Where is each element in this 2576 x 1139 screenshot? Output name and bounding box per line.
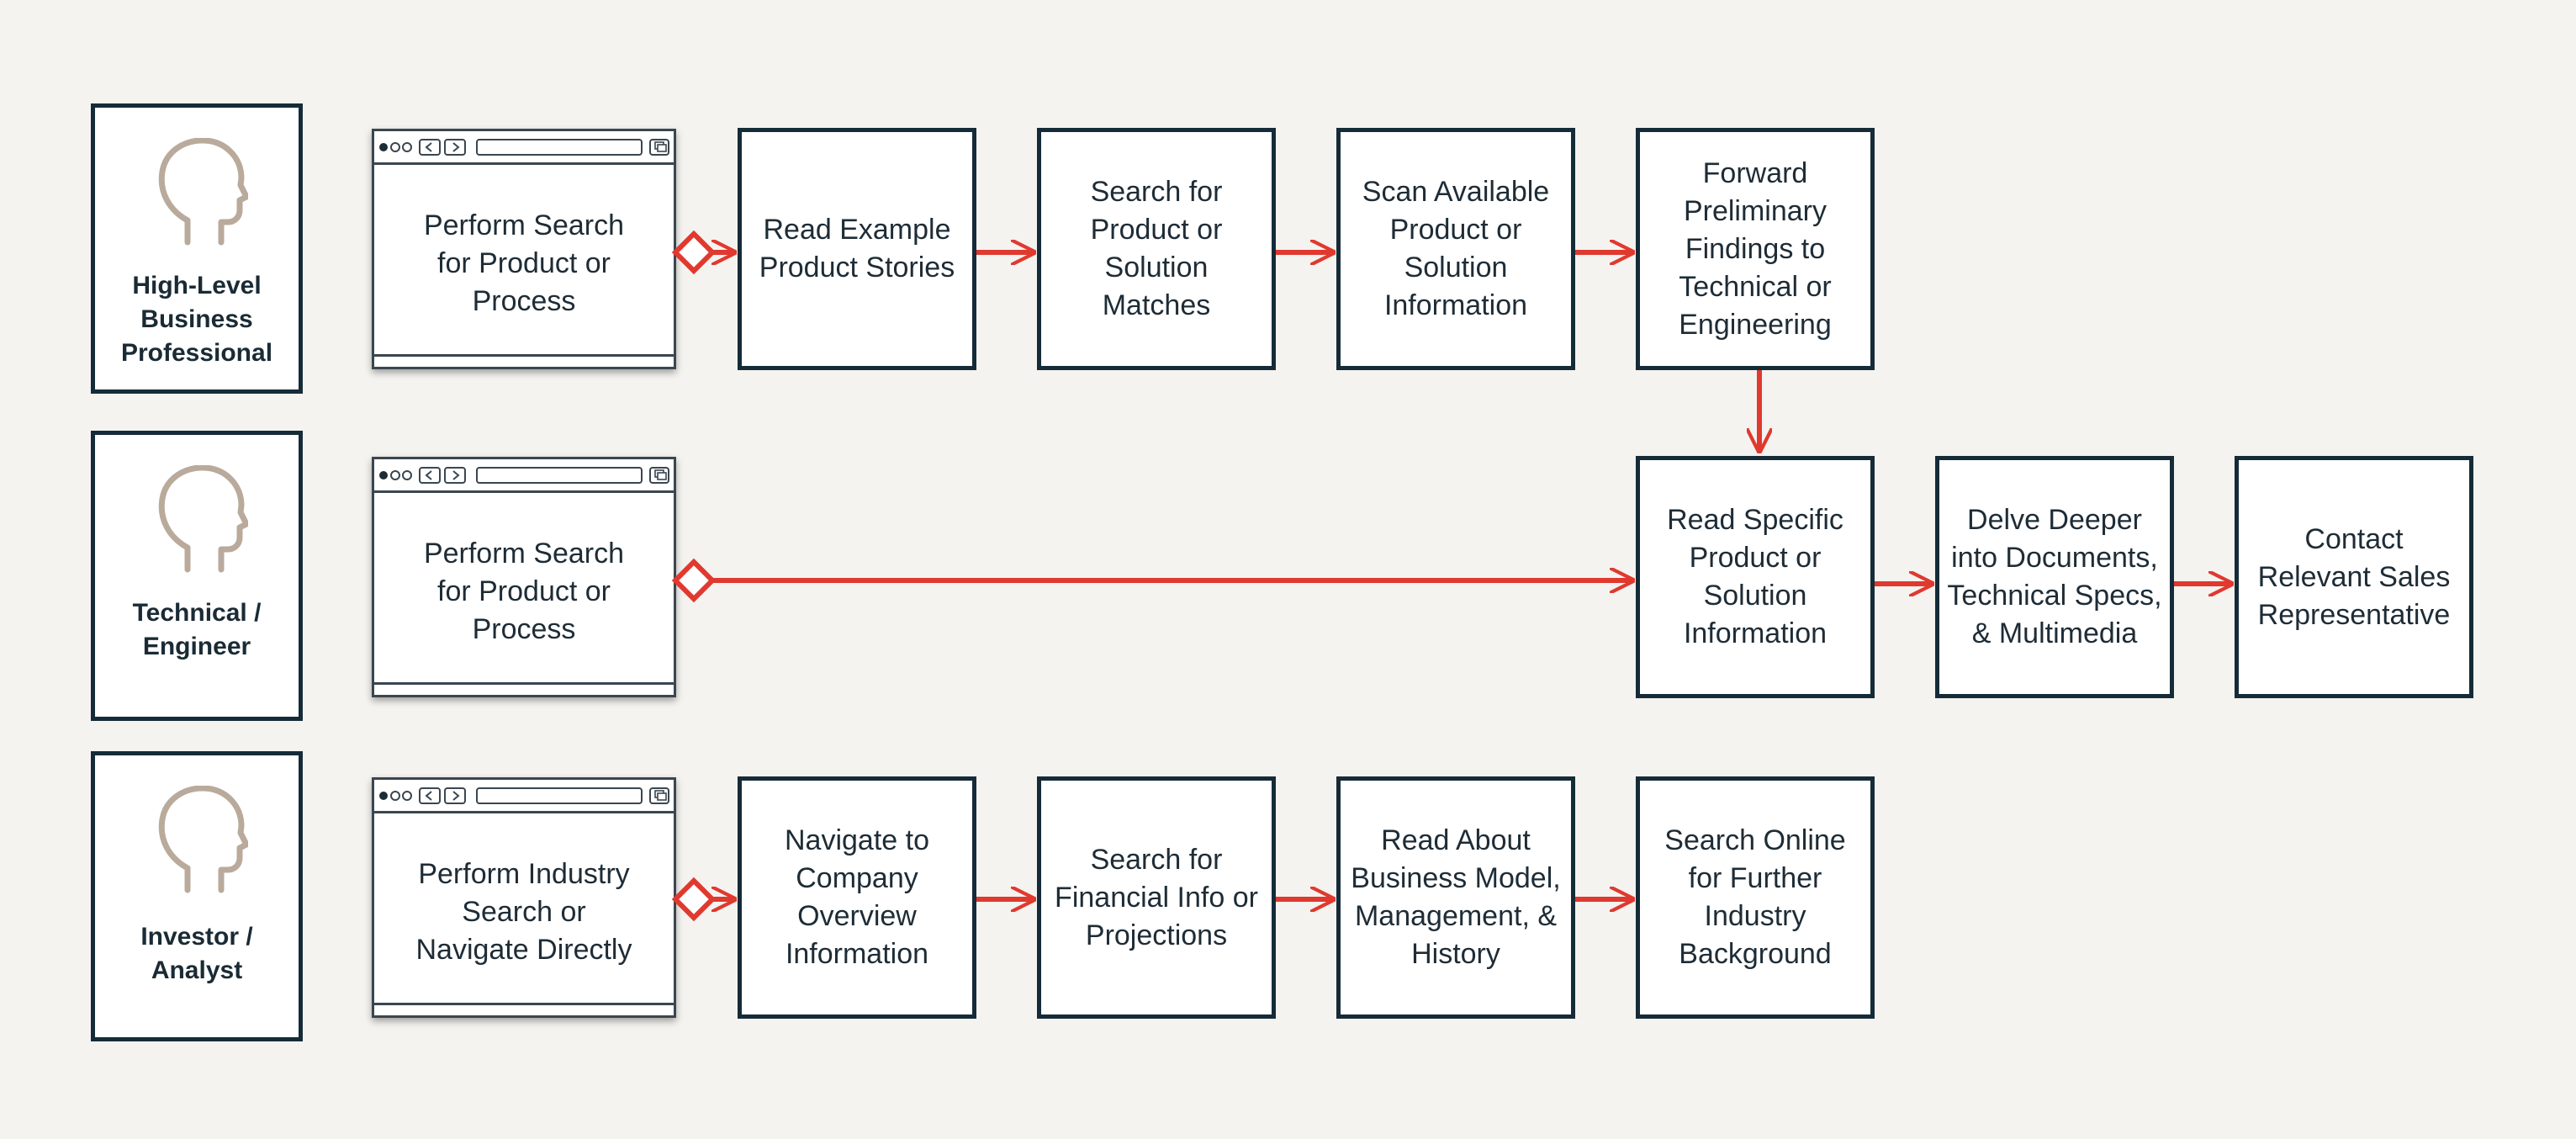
back-chevron-icon bbox=[425, 470, 432, 480]
browser-window-row1: Perform Search for Product or Process bbox=[372, 129, 676, 369]
browser-text: Perform Industry Search or Navigate Dire… bbox=[415, 858, 632, 966]
step-navigate-company-overview: Navigate to Company Overview Information bbox=[738, 776, 976, 1019]
persona-investor-analyst: Investor / Analyst bbox=[91, 751, 303, 1041]
browser-footer bbox=[374, 354, 674, 357]
step-read-example-stories: Read Example Product Stories bbox=[738, 128, 976, 370]
forward-chevron-icon bbox=[452, 470, 460, 480]
step-text: Delve Deeper into Documents, Technical S… bbox=[1947, 504, 2162, 649]
head-profile-icon bbox=[158, 465, 248, 573]
step-delve-deeper: Delve Deeper into Documents, Technical S… bbox=[1935, 456, 2174, 698]
window-dot-icon bbox=[379, 792, 388, 800]
browser-window-row2: Perform Search for Product or Process bbox=[372, 457, 676, 697]
step-text: Scan Available Product or Solution Infor… bbox=[1362, 176, 1550, 321]
back-chevron-icon bbox=[425, 142, 432, 152]
window-dot-icon bbox=[402, 470, 412, 480]
step-text: Search for Product or Solution Matches bbox=[1090, 176, 1223, 321]
step-text: Search for Financial Info or Projections bbox=[1055, 843, 1258, 951]
persona-label: Technical / Engineer bbox=[132, 599, 262, 660]
forward-chevron-icon bbox=[452, 791, 460, 801]
window-dot-icon bbox=[390, 470, 400, 480]
window-dot-icon bbox=[402, 791, 412, 801]
browser-text: Perform Search for Product or Process bbox=[423, 209, 625, 317]
address-bar bbox=[476, 467, 643, 484]
persona-business-professional: High-Level Business Professional bbox=[91, 103, 303, 394]
step-search-product-matches: Search for Product or Solution Matches bbox=[1037, 128, 1276, 370]
step-read-business-model: Read About Business Model, Management, &… bbox=[1336, 776, 1575, 1019]
address-bar bbox=[476, 787, 643, 804]
browser-toolbar bbox=[374, 780, 674, 813]
step-text: Read Example Product Stories bbox=[759, 214, 955, 283]
window-dot-icon bbox=[379, 471, 388, 479]
back-chevron-icon bbox=[425, 791, 432, 801]
window-dot-icon bbox=[390, 791, 400, 801]
persona-technical-engineer: Technical / Engineer bbox=[91, 431, 303, 721]
step-text: Search Online for Further Industry Backg… bbox=[1664, 824, 1846, 970]
step-contact-sales: Contact Relevant Sales Representative bbox=[2235, 456, 2473, 698]
forward-chevron-icon bbox=[452, 142, 460, 152]
browser-text: Perform Search for Product or Process bbox=[423, 538, 625, 645]
window-dot-icon bbox=[402, 142, 412, 152]
persona-label: High-Level Business Professional bbox=[120, 272, 273, 367]
window-dot-icon bbox=[379, 143, 388, 151]
step-search-industry-background: Search Online for Further Industry Backg… bbox=[1636, 776, 1875, 1019]
browser-toolbar bbox=[374, 131, 674, 165]
step-search-financial-info: Search for Financial Info or Projections bbox=[1037, 776, 1276, 1019]
step-text: Contact Relevant Sales Representative bbox=[2257, 522, 2451, 631]
step-text: Forward Preliminary Findings to Technica… bbox=[1679, 156, 1832, 341]
browser-footer bbox=[374, 682, 674, 685]
step-scan-product-info: Scan Available Product or Solution Infor… bbox=[1336, 128, 1575, 370]
browser-window-row3: Perform Industry Search or Navigate Dire… bbox=[372, 777, 676, 1018]
address-bar bbox=[476, 139, 643, 156]
step-text: Read About Business Model, Management, &… bbox=[1351, 824, 1561, 970]
browser-footer bbox=[374, 1003, 674, 1005]
step-read-specific-info: Read Specific Product or Solution Inform… bbox=[1636, 456, 1875, 698]
persona-label: Investor / Analyst bbox=[140, 923, 253, 984]
browser-toolbar bbox=[374, 459, 674, 493]
head-profile-icon bbox=[158, 138, 248, 246]
window-dot-icon bbox=[390, 142, 400, 152]
step-forward-findings: Forward Preliminary Findings to Technica… bbox=[1636, 128, 1875, 370]
step-text: Navigate to Company Overview Information bbox=[785, 824, 929, 970]
head-profile-icon bbox=[158, 786, 248, 893]
step-text: Read Specific Product or Solution Inform… bbox=[1667, 504, 1843, 649]
